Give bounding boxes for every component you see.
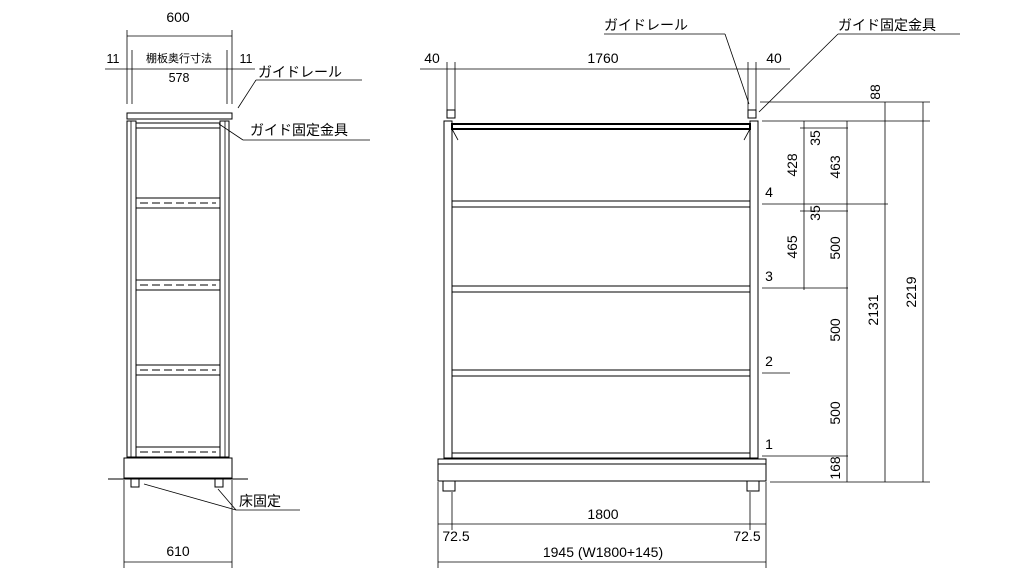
shelf-number-3: 3 (765, 268, 773, 284)
front-dim-88: 88 (867, 84, 883, 100)
side-view: 600 11 11 棚板奥行寸法 578 ガイドレール ガイド固定金具 (105, 9, 370, 568)
side-dim-600: 600 (166, 9, 190, 25)
side-label-floor-fix: 床固定 (239, 493, 281, 509)
front-dim-463: 463 (827, 155, 843, 179)
front-label-guide-rail: ガイドレール (604, 17, 688, 33)
side-dim-11-left: 11 (107, 52, 120, 66)
side-dim-11-right: 11 (240, 52, 253, 66)
front-view: ガイドレール ガイド固定金具 40 1760 40 (420, 17, 960, 568)
front-dim-1800: 1800 (587, 506, 618, 522)
front-dim-465: 465 (784, 235, 800, 259)
front-dim-35-mid: 35 (807, 205, 823, 221)
side-shelf-depth-label: 棚板奥行寸法 (146, 51, 212, 65)
front-dim-40-right: 40 (766, 50, 782, 66)
front-dim-total-width: 1945 (W1800+145) (543, 544, 663, 560)
front-dim-72-5-right: 72.5 (733, 528, 760, 544)
front-label-guide-fixture: ガイド固定金具 (838, 17, 936, 33)
front-dim-2219: 2219 (903, 276, 919, 307)
side-dim-610: 610 (166, 543, 190, 559)
shelf-number-4: 4 (765, 184, 773, 200)
side-dim-578: 578 (169, 71, 190, 85)
front-dim-2131: 2131 (865, 294, 881, 325)
front-dim-500-b: 500 (827, 318, 843, 342)
side-shelves (135, 197, 221, 458)
front-dim-428: 428 (784, 153, 800, 177)
front-shelves (451, 200, 751, 459)
side-label-guide-fixture: ガイド固定金具 (250, 122, 348, 138)
front-dim-500-a: 500 (827, 236, 843, 260)
front-dim-500-c: 500 (827, 401, 843, 425)
shelf-number-1: 1 (765, 436, 773, 452)
front-dim-40-left: 40 (424, 50, 440, 66)
front-dim-1760: 1760 (587, 50, 618, 66)
front-dim-72-5-left: 72.5 (442, 528, 469, 544)
side-label-guide-rail: ガイドレール (258, 64, 342, 80)
front-dim-168: 168 (827, 456, 843, 480)
front-dim-35-top: 35 (807, 130, 823, 146)
shelf-number-2: 2 (765, 353, 773, 369)
